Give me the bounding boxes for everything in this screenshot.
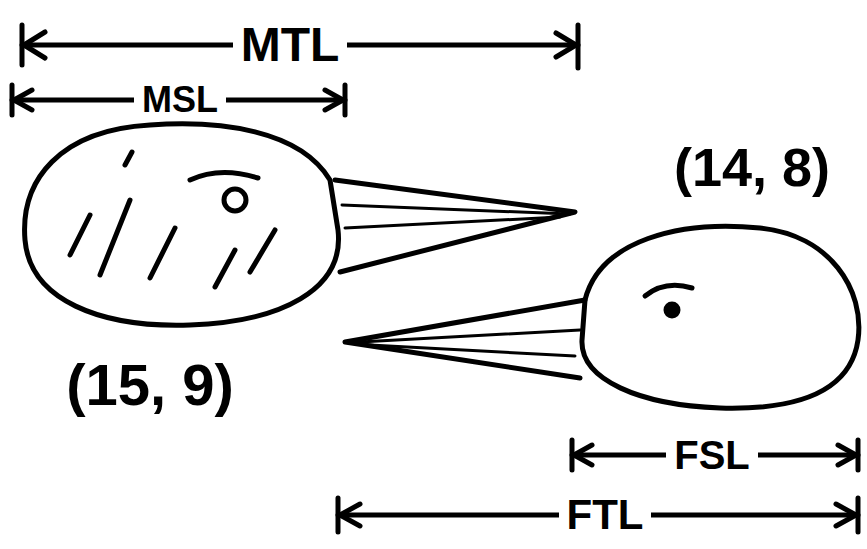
male-bird: [25, 124, 575, 325]
dimension-label: FSL: [666, 433, 758, 477]
dimension-label: MSL: [134, 80, 226, 120]
dimension-label: FTL: [559, 492, 652, 538]
female-bird: [345, 226, 859, 408]
dimension-label: MTL: [233, 19, 348, 72]
coordinate-label: (14, 8): [666, 138, 838, 197]
coordinate-label: (15, 9): [58, 353, 242, 417]
